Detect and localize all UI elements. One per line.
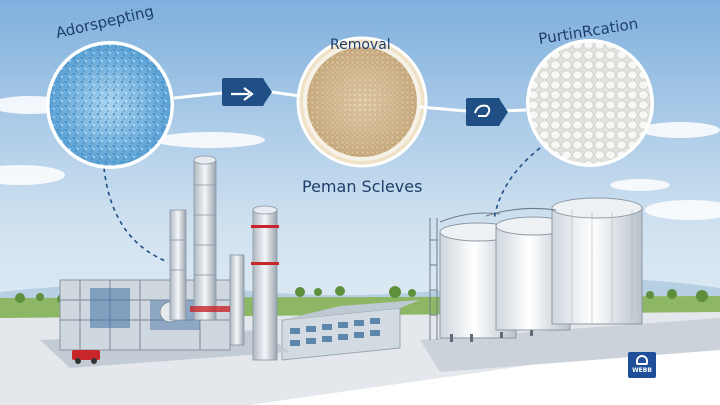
removal-circle — [296, 36, 428, 168]
logo-icon: WEBB — [628, 352, 656, 378]
logo-mark — [636, 355, 648, 365]
factory-building — [281, 300, 420, 361]
purification-circle — [526, 39, 654, 167]
right-arrow-icon — [222, 78, 272, 106]
loop-arrow-icon — [466, 98, 508, 126]
removal-label: Removal — [330, 37, 391, 53]
red-machinery — [72, 350, 100, 364]
sieves-caption: Peman Scleves — [302, 177, 423, 196]
refinery-complex — [40, 155, 290, 368]
dashed-connectors — [103, 147, 541, 263]
tree-line — [15, 286, 708, 304]
logo-text: WEBB — [632, 367, 652, 374]
adsorption-circle — [46, 41, 174, 169]
storage-tanks — [420, 197, 720, 372]
